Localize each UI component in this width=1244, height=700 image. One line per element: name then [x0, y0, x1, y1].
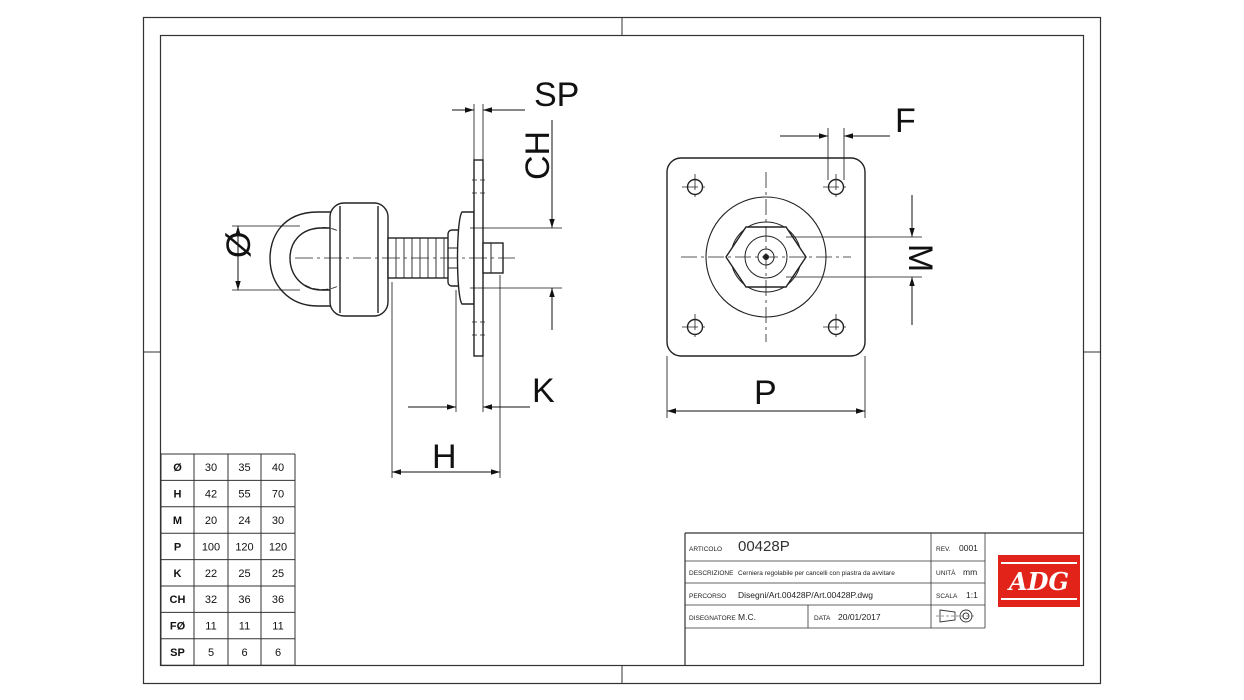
size-table-cell: 24	[238, 515, 250, 527]
drawing-frame	[142, 16, 1102, 685]
size-table-cell: 120	[269, 541, 287, 553]
rev-label: REV.	[936, 546, 951, 553]
percorso-label: PERCORSO	[689, 593, 726, 600]
size-table-cell: 5	[208, 647, 214, 659]
size-table-row-label: CH	[170, 594, 186, 606]
scala-value: 1:1	[966, 590, 978, 600]
size-table-cell: 20	[205, 515, 217, 527]
size-table-cell: 6	[241, 647, 247, 659]
articolo-label: ARTICOLO	[689, 546, 722, 553]
dim-label-p: P	[754, 374, 777, 412]
size-table-cell: 120	[235, 541, 253, 553]
size-table-cell: 35	[238, 462, 250, 474]
size-table-cell: 42	[205, 489, 217, 501]
side-view	[269, 159, 515, 357]
size-table-cell: 11	[239, 621, 250, 633]
adg-logo: ADG	[998, 555, 1080, 607]
dim-label-h: H	[432, 438, 457, 476]
size-table-row-label: M	[173, 515, 182, 527]
size-table-row-label: FØ	[170, 621, 186, 633]
percorso-value: Disegni/Art.00428P/Art.00428P.dwg	[738, 590, 873, 600]
size-table-row-label: SP	[170, 647, 185, 659]
size-table-cell: 55	[238, 489, 250, 501]
size-table-cell: 30	[205, 462, 217, 474]
data-label: DATA	[814, 615, 831, 622]
disegnatore-value: M.C.	[738, 612, 756, 622]
size-table-cell: 32	[205, 594, 217, 606]
disegnatore-label: DISEGNATORE	[689, 615, 736, 622]
size-table-cell: 36	[238, 594, 250, 606]
scala-label: SCALA	[936, 593, 958, 600]
size-table-cell: 6	[275, 647, 281, 659]
side-view-dimensions	[232, 104, 562, 478]
data-value: 20/01/2017	[838, 612, 881, 622]
size-table-cell: 36	[272, 594, 284, 606]
dim-label-sp: SP	[534, 76, 579, 114]
unita-label: UNITÀ	[936, 568, 956, 577]
size-table-row-label: H	[174, 489, 182, 501]
dim-label-f: F	[895, 102, 916, 140]
articolo-value: 00428P	[738, 538, 790, 555]
descrizione-label: DESCRIZIONE	[689, 570, 734, 577]
dim-label-m: M	[901, 244, 939, 272]
size-table-cell: 25	[238, 568, 250, 580]
dim-label-k: K	[532, 372, 555, 410]
front-view-dimensions	[666, 128, 922, 418]
size-table-row-label: Ø	[173, 462, 182, 474]
size-table-cell: 11	[272, 621, 283, 633]
size-table-row-label: K	[174, 568, 182, 580]
size-table-cell: 22	[205, 568, 217, 580]
size-table-cell: 11	[205, 621, 216, 633]
title-block	[684, 532, 1083, 666]
size-table-cell: 100	[202, 541, 220, 553]
dim-label-ch: CH	[519, 131, 557, 180]
rev-value: 0001	[959, 543, 978, 553]
dim-label-diameter: Ø	[220, 232, 258, 258]
size-table-cell: 40	[272, 462, 284, 474]
size-table-cell: 70	[272, 489, 284, 501]
unita-value: mm	[963, 567, 977, 577]
descrizione-value: Cerniera regolabile per cancelli con pia…	[738, 570, 895, 577]
logo-text: ADG	[1007, 567, 1069, 596]
size-table-cell: 30	[272, 515, 284, 527]
projection-symbol-icon	[936, 609, 975, 623]
front-view	[666, 157, 866, 357]
size-table-row-label: P	[174, 541, 181, 553]
size-table-cell: 25	[272, 568, 284, 580]
